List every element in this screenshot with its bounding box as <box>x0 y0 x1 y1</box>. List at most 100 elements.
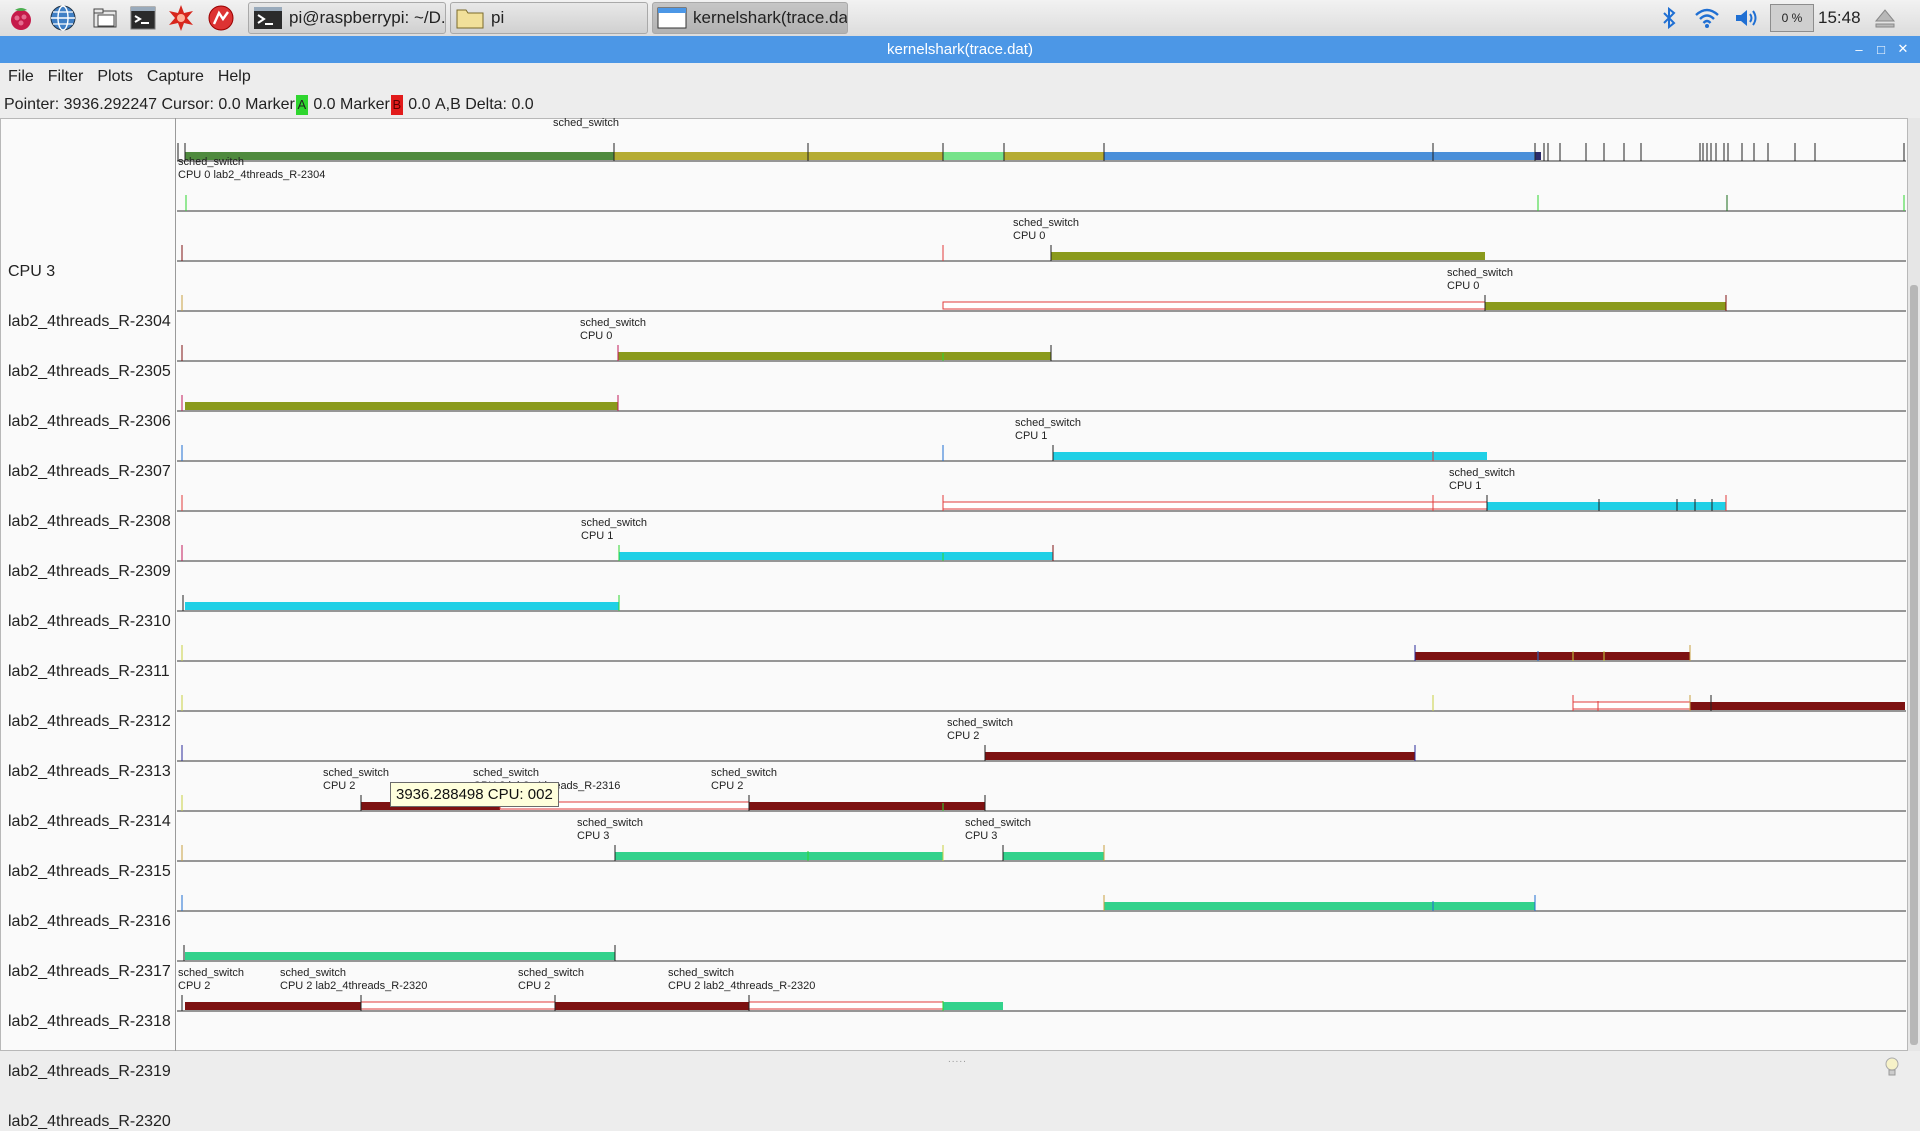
task-bar <box>614 152 943 160</box>
row-label[interactable]: lab2_4threads_R-2311 <box>8 663 170 680</box>
task-bar <box>1485 302 1726 310</box>
row-label[interactable]: lab2_4threads_R-2308 <box>8 513 171 530</box>
marker-a-label: Marker <box>245 96 295 113</box>
marker-b-value: 0.0 <box>408 96 431 113</box>
row-label[interactable]: lab2_4threads_R-2317 <box>8 963 171 980</box>
cpu-label: CPU 0 <box>1447 280 1479 292</box>
minimize-icon[interactable]: – <box>1855 41 1863 57</box>
sched-switch-label: sched_switch <box>323 767 389 779</box>
row-label[interactable]: lab2_4threads_R-2309 <box>8 563 171 580</box>
row-label[interactable]: lab2_4threads_R-2320 <box>8 1113 171 1130</box>
wait-bar <box>942 501 1488 510</box>
row-labels: CPU 3 lab2_4threads_R-2304 lab2_4threads_R… <box>0 118 176 1130</box>
sched-switch-label: sched_switch <box>1015 417 1081 429</box>
row-label[interactable]: lab2_4threads_R-2304 <box>8 313 171 330</box>
marker-b-swatch[interactable]: B <box>390 95 403 115</box>
task-bar <box>618 352 1051 360</box>
task-file-manager[interactable]: pi <box>450 2 648 34</box>
menu-help[interactable]: Help <box>217 68 251 85</box>
menu-filter[interactable]: Filter <box>47 68 84 85</box>
menu-plots[interactable]: Plots <box>97 68 133 85</box>
sched-switch-label: sched_switch <box>965 817 1031 829</box>
bluetooth-icon[interactable] <box>1656 3 1682 33</box>
cpu-label: CPU 2 <box>178 980 210 992</box>
row-label[interactable]: lab2_4threads_R-2312 <box>8 713 171 730</box>
cpu-label: CPU 2 <box>518 980 550 992</box>
cpu-monitor[interactable]: 0 % <box>1770 4 1814 32</box>
task-bar <box>185 952 615 960</box>
maximize-icon[interactable]: □ <box>1877 41 1885 57</box>
task-bar <box>185 602 619 610</box>
plot-area[interactable] <box>0 118 1908 1051</box>
clock[interactable]: 15:48 <box>1818 8 1861 27</box>
sched-switch-label: sched_switch <box>280 967 346 979</box>
resize-grip[interactable]: ..... <box>948 1054 967 1065</box>
row-label[interactable]: lab2_4threads_R-2314 <box>8 813 171 830</box>
wifi-icon[interactable] <box>1692 3 1722 33</box>
volume-icon[interactable] <box>1732 3 1762 33</box>
task-terminal[interactable]: pi@raspberrypi: ~/D... <box>248 2 446 34</box>
menu-capture[interactable]: Capture <box>146 68 204 85</box>
row-label[interactable]: lab2_4threads_R-2313 <box>8 763 171 780</box>
sched-switch-label: sched_switch <box>1449 467 1515 479</box>
task-bar <box>1004 152 1104 160</box>
task-label: kernelshark(trace.dat) <box>693 8 848 27</box>
sched-switch-label: sched_switch <box>473 767 539 779</box>
wait-bar <box>1572 701 1691 710</box>
row-label[interactable]: lab2_4threads_R-2307 <box>8 463 171 480</box>
taskbar: pi@raspberrypi: ~/D... pi kernelshark(tr… <box>0 0 1920 37</box>
cpu-label: CPU 0 lab2_4threads_R-2304 <box>178 169 325 181</box>
menu-file[interactable]: File <box>8 68 34 85</box>
web-browser-icon[interactable] <box>48 3 78 33</box>
task-bar <box>749 802 985 810</box>
task-label: pi <box>491 8 505 27</box>
raspberry-menu-icon[interactable] <box>6 3 36 33</box>
task-bar <box>943 1002 1003 1010</box>
cpu-label: CPU 1 <box>581 530 613 542</box>
cpu-label: CPU 1 <box>1015 430 1047 442</box>
cpu-label: CPU 2 <box>947 730 979 742</box>
row-label[interactable]: lab2_4threads_R-2318 <box>8 1013 171 1030</box>
task-bar <box>185 1002 361 1010</box>
task-bar <box>1104 152 1535 160</box>
row-label[interactable]: lab2_4threads_R-2316 <box>8 913 171 930</box>
terminal-icon <box>254 7 282 29</box>
sched-switch-label: sched_switch <box>947 717 1013 729</box>
sched-switch-label: sched_switch <box>581 517 647 529</box>
row-label[interactable]: lab2_4threads_R-2305 <box>8 363 171 380</box>
task-label: pi@raspberrypi: ~/D... <box>289 8 446 27</box>
mathematica-icon[interactable] <box>206 3 236 33</box>
wait-bar <box>942 301 1486 310</box>
scrollbar-thumb[interactable] <box>1910 285 1918 1045</box>
marker-a-value: 0.0 <box>313 96 336 113</box>
task-kernelshark[interactable]: kernelshark(trace.dat) <box>652 2 848 34</box>
row-label[interactable]: lab2_4threads_R-2306 <box>8 413 171 430</box>
cpu-label: CPU 2 lab2_4threads_R-2320 <box>280 980 427 992</box>
sched-switch-label: sched_switch <box>178 156 244 168</box>
task-bar <box>185 152 614 160</box>
cursor-label: Cursor: <box>161 96 214 113</box>
task-bar <box>555 1002 749 1010</box>
task-bar <box>615 852 943 860</box>
task-bar <box>1053 452 1487 460</box>
window-titlebar: kernelshark(trace.dat) <box>0 36 1920 63</box>
eject-icon[interactable] <box>1870 3 1900 33</box>
wolfram-icon[interactable] <box>166 3 196 33</box>
marker-a-swatch[interactable]: A <box>295 95 308 115</box>
row-label[interactable]: CPU 3 <box>8 263 56 280</box>
file-manager-icon[interactable] <box>90 3 120 33</box>
terminal-icon[interactable] <box>128 3 158 33</box>
row-label[interactable]: lab2_4threads_R-2315 <box>8 863 171 880</box>
row-label[interactable]: lab2_4threads_R-2310 <box>8 613 171 630</box>
row-label[interactable]: lab2_4threads_R-2319 <box>8 1063 171 1080</box>
cpu-label: CPU 2 <box>323 780 355 792</box>
cpu-label: CPU 1 <box>1449 480 1481 492</box>
sched-switch-label: sched_switch <box>1447 267 1513 279</box>
pointer-label: Pointer: <box>4 96 60 113</box>
close-icon[interactable]: ✕ <box>1897 41 1909 56</box>
task-bar <box>1104 902 1535 910</box>
cpu-label: CPU 3 <box>965 830 997 842</box>
task-bar <box>985 752 1415 760</box>
marker-b-label: Marker <box>340 96 390 113</box>
